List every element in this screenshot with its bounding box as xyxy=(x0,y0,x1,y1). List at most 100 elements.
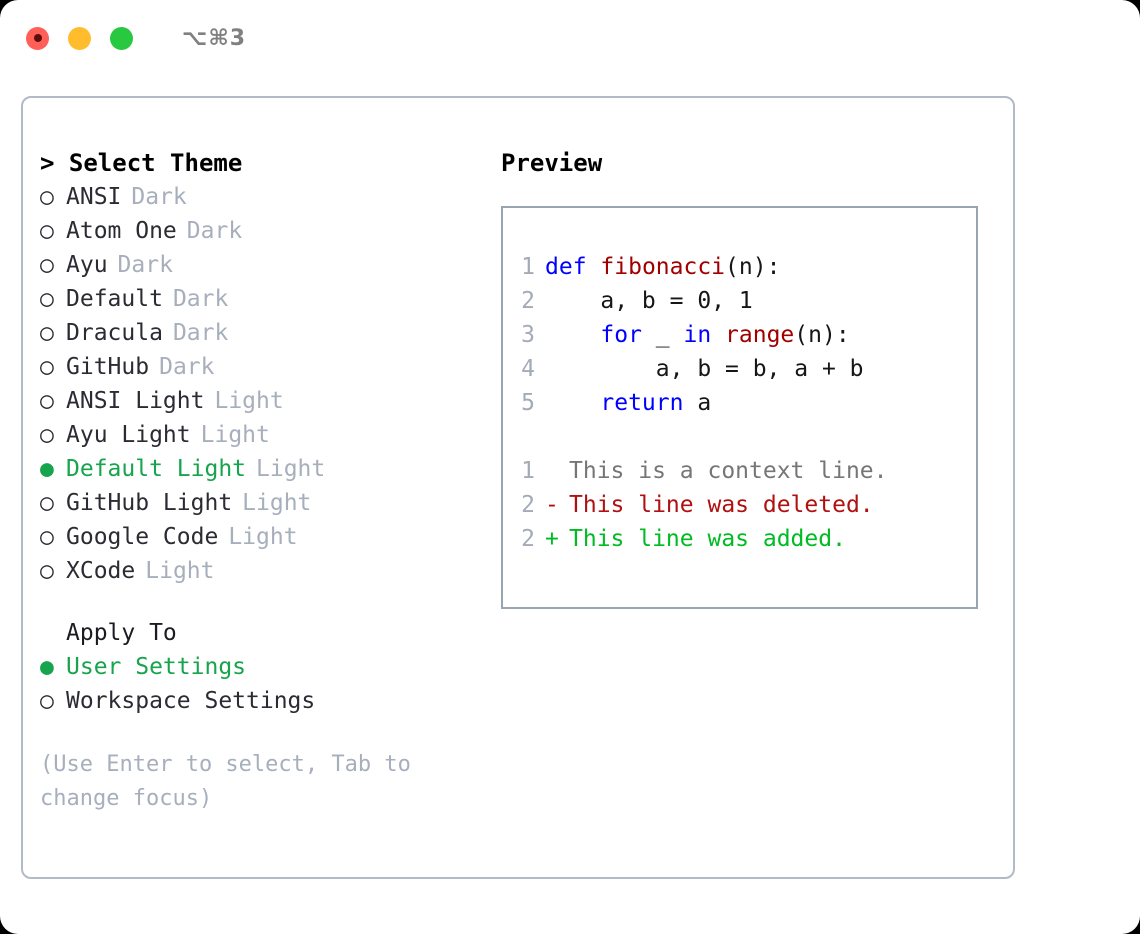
radio-selected-icon: ● xyxy=(40,654,54,680)
code-line: 4 a, b = b, a + b xyxy=(503,352,976,386)
code-line-number: 1 xyxy=(521,254,535,280)
apply-to-option-workspace-settings[interactable]: ○Workspace Settings xyxy=(40,684,501,718)
traffic-light-group xyxy=(26,26,133,50)
theme-category-label: Light xyxy=(145,558,215,584)
diff-line-content: This line was deleted. xyxy=(569,492,874,518)
code-line-number: 2 xyxy=(521,288,535,314)
radio-unselected-icon: ○ xyxy=(40,286,54,312)
theme-option-label: Google Code xyxy=(66,524,219,550)
code-token: fibonacci xyxy=(600,254,726,280)
diff-line-ctx: 1 This is a context line. xyxy=(503,454,976,488)
diff-sample: 1 This is a context line.2-This line was… xyxy=(503,454,976,556)
code-token: def xyxy=(545,254,587,280)
theme-option-ansi-light[interactable]: ○ ANSI Light Light xyxy=(40,384,501,418)
theme-option-label: Default Light xyxy=(66,456,247,482)
code-line: 5 return a xyxy=(503,386,976,420)
code-line: 3 for _ in range(n): xyxy=(503,318,976,352)
apply-to-list: ● User Settings ○Workspace Settings xyxy=(40,650,501,718)
radio-unselected-icon: ○ xyxy=(40,524,54,550)
diff-line-del: 2-This line was deleted. xyxy=(503,488,976,522)
radio-unselected-icon: ○ xyxy=(40,184,54,210)
theme-option-label: XCode xyxy=(66,558,136,584)
code-token xyxy=(711,322,725,348)
code-token: a, b = 0, 1 xyxy=(545,288,753,314)
title-bar: ⌥⌘3 xyxy=(0,0,1140,76)
radio-unselected-icon: ○ xyxy=(40,218,54,244)
theme-option-default-light[interactable]: ● Default Light Light xyxy=(40,452,501,486)
code-token: range xyxy=(725,322,795,348)
theme-category-label: Dark xyxy=(159,354,215,380)
theme-category-label: Dark xyxy=(131,184,187,210)
radio-unselected-icon: ○ xyxy=(40,422,54,448)
theme-option-xcode[interactable]: ○ XCode Light xyxy=(40,554,501,588)
radio-selected-icon: ● xyxy=(40,456,54,482)
code-line-number: 3 xyxy=(521,322,535,348)
diff-sign: + xyxy=(545,526,559,552)
code-token xyxy=(545,322,600,348)
code-token: _ xyxy=(641,322,684,348)
code-line-number: 4 xyxy=(521,356,535,382)
keyboard-shortcut-label: ⌥⌘3 xyxy=(182,25,247,51)
theme-category-label: Dark xyxy=(117,252,173,278)
theme-category-label: Light xyxy=(228,524,298,550)
code-line-content: for _ in range(n): xyxy=(545,318,850,352)
theme-option-label: ANSI Light xyxy=(66,388,205,414)
theme-category-label: Dark xyxy=(172,320,229,346)
theme-option-google-code[interactable]: ○ Google Code Light xyxy=(40,520,501,554)
apply-to-header: Apply To xyxy=(66,620,177,646)
theme-option-default[interactable]: ○ Default Dark xyxy=(40,282,501,316)
code-diff-spacer xyxy=(503,420,976,454)
code-token: (n): xyxy=(794,322,850,348)
theme-option-dracula[interactable]: ○ Dracula Dark xyxy=(40,316,501,350)
code-token: in xyxy=(683,322,712,348)
radio-unselected-icon: ○ xyxy=(40,388,54,414)
theme-category-label: Dark xyxy=(172,286,229,312)
radio-unselected-icon: ○ xyxy=(40,354,54,380)
diff-line-content: This is a context line. xyxy=(569,458,888,484)
code-line-content: return a xyxy=(545,386,711,420)
close-active-dot xyxy=(33,34,42,42)
theme-option-label: Default xyxy=(66,286,163,312)
code-line-content: def fibonacci(n): xyxy=(545,250,780,284)
apply-to-option-label: User Settings xyxy=(66,654,247,680)
theme-category-label: Light xyxy=(256,456,326,482)
radio-unselected-icon: ○ xyxy=(40,558,54,584)
diff-line-content: This line was added. xyxy=(569,526,846,552)
radio-unselected-icon: ○ xyxy=(40,320,54,346)
apply-to-option-user-settings[interactable]: ● User Settings xyxy=(40,650,501,684)
theme-category-label: Light xyxy=(214,388,284,414)
diff-line-number: 2 xyxy=(521,526,535,552)
code-line: 1 def fibonacci(n): xyxy=(503,250,976,284)
diff-sign xyxy=(545,454,569,488)
theme-option-label: GitHub Light xyxy=(66,490,233,516)
select-theme-header: > Select Theme xyxy=(40,149,243,177)
maximize-button[interactable] xyxy=(110,26,133,50)
code-line: 2 a, b = 0, 1 xyxy=(503,284,976,318)
code-token: a, b = b, a + b xyxy=(545,356,864,382)
diff-line-add: 2 + This line was added. xyxy=(503,522,976,556)
theme-option-label: Dracula xyxy=(66,320,163,346)
code-token xyxy=(587,254,601,280)
code-token: a xyxy=(683,390,712,416)
apply-to-section: Apply To ● User Settings ○Workspace Settin… xyxy=(40,616,501,718)
code-line-number: 5 xyxy=(521,390,535,416)
preview-header: Preview xyxy=(501,149,603,177)
close-button[interactable] xyxy=(26,26,49,50)
minimize-button[interactable] xyxy=(68,26,91,50)
keyboard-hint-text: (Use Enter to select, Tab to change focu… xyxy=(40,752,425,811)
diff-sign: - xyxy=(545,492,559,518)
diff-line-number: 1 xyxy=(521,458,535,484)
theme-category-label: Dark xyxy=(186,218,243,244)
